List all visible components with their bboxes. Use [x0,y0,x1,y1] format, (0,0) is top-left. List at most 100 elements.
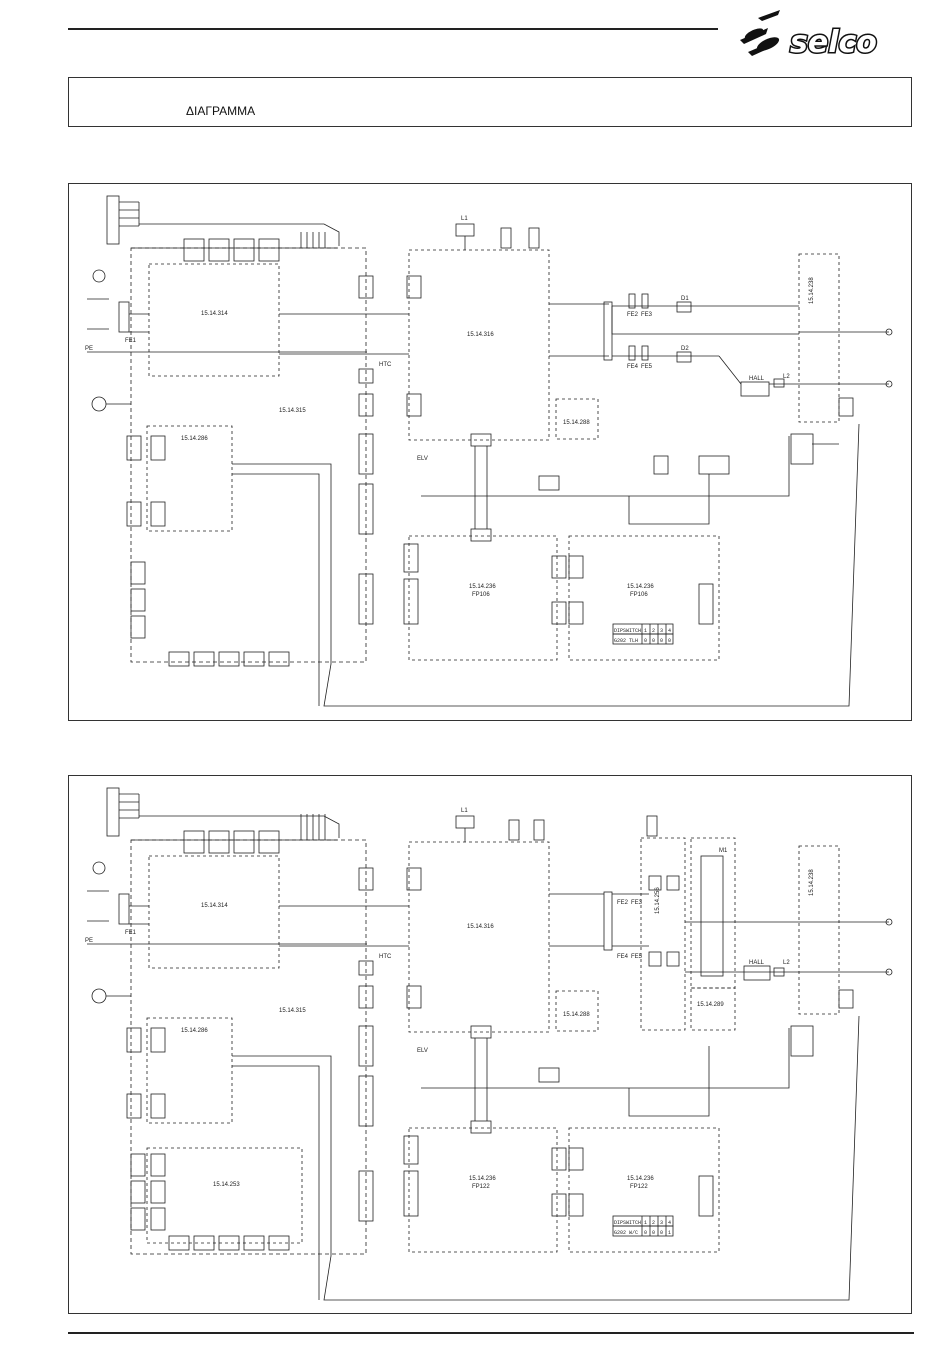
fe1-label: FE1 [125,930,137,936]
d1-label: D1 [681,296,689,302]
svg-text:DIPSWITCH: DIPSWITCH [614,1220,641,1226]
svg-text:0: 0 [660,638,663,644]
pe-label: PE [85,346,93,352]
svg-text:0: 0 [660,1230,663,1236]
board-289-label: 15.14.289 [697,1002,724,1008]
hall-label: HALL [749,960,765,966]
fe5-label: FE5 [631,954,643,960]
board-238-label: 15.14.238 [809,277,815,304]
elv-label: ELV [417,456,428,462]
dipswitch-row: G202 TLH 0 0 0 0 [614,638,671,644]
l2-label: L2 [783,960,790,966]
dipswitch-row-b: G202 W/C 0 0 0 1 [614,1230,671,1236]
board-314-label: 15.14.314 [201,903,228,909]
htc-label: HTC [379,954,392,960]
board-256-label: 15.14.256 [655,887,661,914]
fe3-label: FE3 [641,312,653,318]
svg-text:1: 1 [668,1230,671,1236]
board-315-label: 15.14.315 [279,408,306,414]
board-256-outline [640,837,686,1031]
wiring-diagram-b-drawing: 15.14.314 15.14.315 15.14.286 15.14.253 … [85,787,893,1301]
pe-label: PE [85,938,93,944]
board-316-outline [408,249,550,441]
dipswitch-header-b: DIPSWITCH 1 2 3 4 [614,1220,671,1226]
board-314-label: 15.14.314 [201,311,228,317]
board-236-right-outline [568,535,720,661]
svg-text:3: 3 [660,1220,663,1226]
wiring-diagram-a-drawing: 15.14.314 15.14.315 15.14.286 15.14.316 … [85,195,893,707]
l1-inductor [455,223,475,237]
svg-text:DIPSWITCH: DIPSWITCH [614,628,641,634]
svg-text:2: 2 [652,628,655,634]
board-286-outline [146,425,233,532]
svg-text:4: 4 [668,628,671,634]
board-253-outline [146,1147,303,1244]
page-title: ΔΙΑΓΡΑΜΜΑ [186,104,256,118]
svg-text:2: 2 [652,1220,655,1226]
l1-label: L1 [461,216,468,222]
hall-label: HALL [749,376,765,382]
svg-text:0: 0 [668,638,671,644]
fan-motor [91,396,107,412]
footer-rule [68,1332,914,1334]
title-box [68,77,912,127]
board-236-right-sublabel: FP122 [630,1184,648,1190]
board-253-label: 15.14.253 [213,1182,240,1188]
fe4-label: FE4 [617,954,629,960]
dipswitch-table-b [612,1215,674,1237]
svg-text:1: 1 [644,1220,647,1226]
board-288-label: 15.14.288 [563,1012,590,1018]
svg-text:4: 4 [668,1220,671,1226]
board-286-label: 15.14.286 [181,1028,208,1034]
dipswitch-table [612,623,674,645]
board-314-outline [148,263,280,377]
board-236-right-sublabel: FP106 [630,592,648,598]
svg-text:3: 3 [660,628,663,634]
board-236-left-outline [408,535,558,661]
main-transformer [603,301,613,361]
resistor-r [538,475,560,491]
hall-sensor [740,381,770,397]
fe1-filter [118,301,130,333]
top-connector-row [183,238,280,262]
board-289-outline [690,987,736,1031]
htc-label: HTC [379,362,392,368]
fe4-label: FE4 [627,364,639,370]
fe1-label: FE1 [125,338,137,344]
wiring-diagram-b: 15.14.314 15.14.315 15.14.286 15.14.253 … [68,775,912,1314]
board-236-left-label: 15.14.236 [469,584,496,590]
fe2-label: FE2 [627,312,639,318]
dipswitch-header: DIPSWITCH 1 2 3 4 [614,628,671,634]
power-switch [92,269,106,283]
header-rule [68,28,718,30]
board-315-outline [130,247,367,663]
svg-text:1: 1 [644,628,647,634]
logo-wordmark-fill: selco [790,25,877,60]
svg-text:0: 0 [644,1230,647,1236]
m1-outline [690,837,736,989]
board-238-label: 15.14.238 [809,869,815,896]
svg-text:G202 TLH: G202 TLH [614,638,638,644]
elv-label: ELV [417,1048,428,1054]
fe5-label: FE5 [641,364,653,370]
board-236-right-label: 15.14.236 [627,584,654,590]
board-238-outline [798,253,840,423]
board-236-right-label: 15.14.236 [627,1176,654,1182]
fe3-label: FE3 [631,900,643,906]
board-286-label: 15.14.286 [181,436,208,442]
d2-label: D2 [681,346,689,352]
board-236-left-sublabel: FP122 [472,1184,490,1190]
board-236-left-label: 15.14.236 [469,1176,496,1182]
logo-wordmark: selco [790,25,877,60]
board-236-left-sublabel: FP106 [472,592,490,598]
svg-text:0: 0 [652,638,655,644]
l1-label: L1 [461,808,468,814]
board-315-label: 15.14.315 [279,1008,306,1014]
selco-logo: selco selco [740,10,878,62]
svg-text:G202 W/C: G202 W/C [614,1230,638,1236]
board-316-label: 15.14.316 [467,332,494,338]
svg-text:0: 0 [652,1230,655,1236]
j22-connector [106,195,120,245]
m1-label: M1 [719,848,728,854]
board-316-label: 15.14.316 [467,924,494,930]
